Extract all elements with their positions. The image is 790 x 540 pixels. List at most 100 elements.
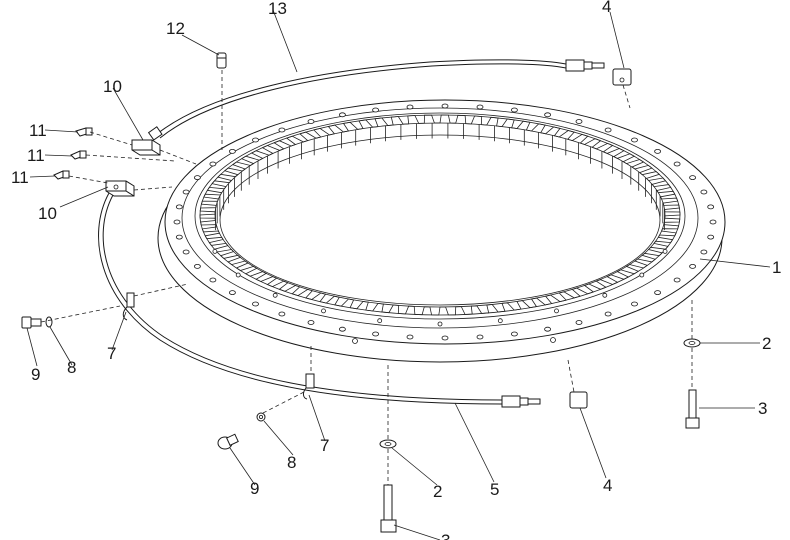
- bolt-hole: [441, 335, 449, 341]
- bolt-left: [21, 316, 42, 329]
- callout-11-1: 11: [29, 121, 47, 140]
- bolt-hole: [209, 161, 217, 167]
- pipe-fitting: [501, 395, 521, 408]
- bolt-hole: [175, 234, 183, 240]
- callout-2-right: 2: [762, 334, 771, 353]
- lower-bolt-hole: [602, 292, 608, 298]
- callout-4-upper: 4: [602, 0, 611, 16]
- callout-13: 13: [268, 0, 287, 18]
- pipe-bracket-lower: [567, 359, 588, 409]
- bolt-hole: [673, 161, 681, 167]
- bolt-hole: [406, 104, 414, 110]
- bolt-hole: [544, 112, 551, 118]
- pipe-nut: [519, 397, 529, 406]
- washer-left: [45, 316, 53, 328]
- bolt-hole: [278, 311, 286, 317]
- bolt-hole: [631, 301, 638, 307]
- callout-8-bottom: 8: [287, 453, 296, 472]
- callout-9-left: 9: [31, 365, 40, 384]
- lower-bolt-hole: [554, 308, 559, 314]
- lower-bolt-hole: [497, 318, 503, 324]
- lower-bolt-hole: [272, 292, 278, 298]
- pipe-clamp-left: [122, 292, 135, 321]
- grease-nipple-1: [75, 127, 93, 137]
- washer-bottom-center: [379, 439, 397, 449]
- bolt-hole: [175, 204, 183, 210]
- callout-5: 5: [490, 480, 499, 499]
- bolt-hole: [406, 334, 414, 340]
- lubrication-pipe-upper: [147, 59, 605, 141]
- lower-bolt-hole: [321, 308, 326, 314]
- bolt-hole: [173, 219, 181, 225]
- bolt-hole: [707, 204, 715, 210]
- bolt-hole: [307, 320, 315, 325]
- bolt-hole: [209, 277, 217, 283]
- pipe-fitting: [147, 126, 163, 141]
- pipe-clamp-bottom: [303, 373, 315, 400]
- callout-11-3: 11: [11, 168, 29, 187]
- lubrication-pipe-lower: [98, 192, 541, 408]
- mounting-bolt-holes: [173, 103, 717, 341]
- bolt-hole: [575, 320, 583, 325]
- slewing-ring-bearing: [157, 99, 726, 363]
- bolt-hole: [278, 127, 286, 133]
- washer-bottom: [256, 412, 266, 422]
- callout-7-bottom: 7: [320, 436, 329, 455]
- distributor-block-lower: [105, 180, 135, 197]
- internal-gear-teeth: [199, 114, 681, 316]
- bolt-hole: [631, 137, 638, 143]
- bolt-hole: [338, 112, 346, 118]
- callout-9-bottom: 9: [250, 479, 259, 498]
- bolt-hole: [673, 277, 681, 283]
- pipe-stub: [527, 398, 541, 405]
- lower-bolt-hole: [639, 272, 645, 278]
- callout-4-lower: 4: [603, 476, 612, 495]
- bolt-right: [685, 389, 700, 429]
- bolt-hole: [689, 263, 696, 269]
- bolt-hole: [476, 104, 484, 110]
- bolt-hole: [689, 175, 696, 181]
- bolt-hole: [544, 326, 551, 332]
- lube-port: [352, 338, 358, 344]
- callout-3-right: 3: [758, 399, 767, 418]
- bolt-hole: [707, 234, 715, 240]
- bolt-hole: [228, 290, 236, 296]
- lower-bolt-hole: [377, 318, 383, 324]
- pipe-nut: [583, 61, 593, 70]
- bolt-hole: [575, 119, 583, 124]
- bolt-hole: [338, 326, 346, 332]
- bolt-hole: [252, 301, 259, 307]
- bolt-hole: [511, 331, 518, 337]
- callout-11-2: 11: [27, 146, 45, 165]
- bolt-hole: [252, 137, 259, 143]
- callout-10-lower: 10: [38, 204, 57, 223]
- callout-3-bottom: 3: [441, 531, 450, 540]
- callout-10-upper: 10: [103, 77, 122, 96]
- bolt-bottom: [217, 433, 239, 450]
- bolt-hole: [511, 107, 518, 113]
- callout-1: 1: [772, 258, 781, 277]
- callout-12: 12: [166, 19, 185, 38]
- lower-bolt-hole: [437, 321, 443, 327]
- callout-numbers: 13 12 4 10 11 11 11 10 1 2 3 9 8 7 7 8 9…: [11, 0, 781, 540]
- bolt-hole: [654, 148, 661, 154]
- bolt-hole: [604, 127, 612, 133]
- bolt-hole: [307, 119, 315, 124]
- lower-bolt-hole: [662, 248, 668, 254]
- bolt-hole: [182, 249, 190, 255]
- callout-8-left: 8: [67, 358, 76, 377]
- bolt-hole: [193, 263, 201, 269]
- bolt-hole: [476, 334, 484, 340]
- washer-right: [683, 338, 701, 348]
- leader-lines: [26, 9, 771, 540]
- bolt-hole: [709, 219, 717, 225]
- lower-ring-bolt-holes: [212, 248, 668, 327]
- bolt-hole: [228, 148, 236, 154]
- callout-7-left: 7: [107, 344, 116, 363]
- distributor-block-upper: [131, 139, 161, 156]
- bolt-hole: [700, 189, 708, 195]
- pipe-bracket-upper: [612, 68, 632, 109]
- bolt-hole: [700, 249, 708, 255]
- grease-nipple-3: [53, 170, 70, 180]
- bolt-hole: [193, 175, 201, 181]
